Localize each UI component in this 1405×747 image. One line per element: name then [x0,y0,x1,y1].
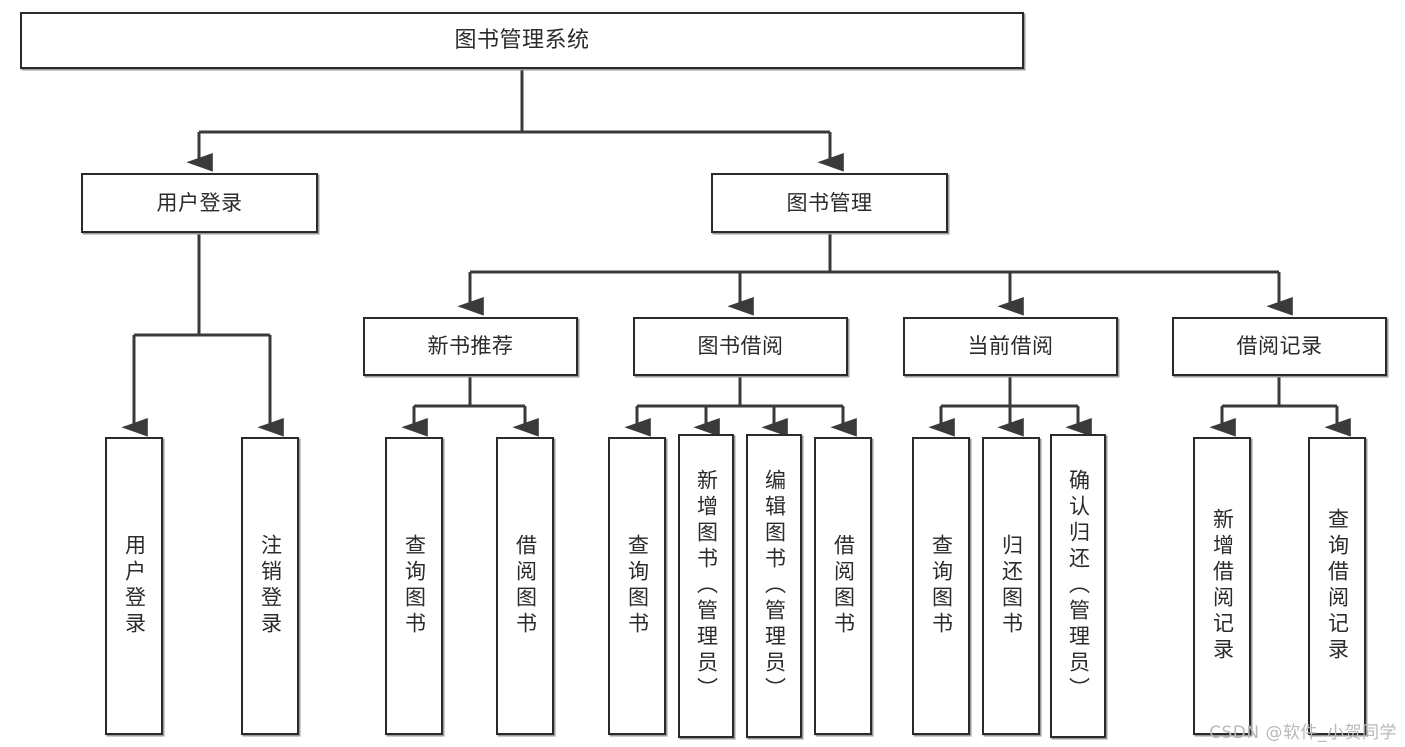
node-current-borrow[interactable]: 当前借阅 [903,317,1118,376]
node-leaf-query-record[interactable]: 查询借阅记录 [1308,437,1366,735]
node-book-management-label: 图书管理 [786,190,873,215]
node-leaf-query-book-3-label: 查询图书 [929,534,954,638]
node-leaf-query-record-label: 查询借阅记录 [1325,508,1350,664]
node-book-borrow-label: 图书借阅 [697,334,784,359]
node-leaf-add-record-label: 新增借阅记录 [1210,508,1235,664]
node-leaf-borrow-book-2-label: 借阅图书 [831,534,856,638]
node-leaf-query-book-3[interactable]: 查询图书 [912,437,970,735]
node-leaf-query-book-2-label: 查询图书 [625,534,650,638]
node-user-login-label: 用户登录 [156,190,243,215]
node-leaf-user-login-label: 用户登录 [122,534,147,638]
node-borrow-record-label: 借阅记录 [1236,334,1323,359]
node-leaf-confirm-return-label: 确认归还（管理员） [1066,469,1091,703]
node-leaf-logout-login[interactable]: 注销登录 [241,437,299,735]
node-current-borrow-label: 当前借阅 [967,334,1054,359]
node-leaf-add-record[interactable]: 新增借阅记录 [1193,437,1251,735]
node-leaf-return-book-label: 归还图书 [999,534,1024,638]
node-user-login[interactable]: 用户登录 [81,173,318,233]
node-leaf-add-book-label: 新增图书（管理员） [694,469,719,703]
node-leaf-borrow-book-1[interactable]: 借阅图书 [496,437,554,735]
node-leaf-return-book[interactable]: 归还图书 [982,437,1040,735]
node-leaf-query-book-1-label: 查询图书 [402,534,427,638]
node-borrow-record[interactable]: 借阅记录 [1172,317,1387,376]
node-leaf-query-book-1[interactable]: 查询图书 [385,437,443,735]
watermark-text: CSDN @软件_小贺同学 [1209,723,1397,743]
node-leaf-edit-book[interactable]: 编辑图书（管理员） [746,434,802,738]
node-leaf-borrow-book-2[interactable]: 借阅图书 [814,437,872,735]
node-root-system[interactable]: 图书管理系统 [20,12,1024,69]
node-new-book-recommend-label: 新书推荐 [427,334,514,359]
node-book-management[interactable]: 图书管理 [711,173,948,233]
node-book-borrow[interactable]: 图书借阅 [633,317,848,376]
node-leaf-add-book[interactable]: 新增图书（管理员） [678,434,734,738]
node-leaf-user-login[interactable]: 用户登录 [105,437,163,735]
node-leaf-query-book-2[interactable]: 查询图书 [608,437,666,735]
node-root-label: 图书管理系统 [454,27,590,53]
node-new-book-recommend[interactable]: 新书推荐 [363,317,578,376]
node-leaf-edit-book-label: 编辑图书（管理员） [762,469,787,703]
node-leaf-borrow-book-1-label: 借阅图书 [513,534,538,638]
node-leaf-confirm-return[interactable]: 确认归还（管理员） [1050,434,1106,738]
node-leaf-logout-login-label: 注销登录 [258,534,283,638]
